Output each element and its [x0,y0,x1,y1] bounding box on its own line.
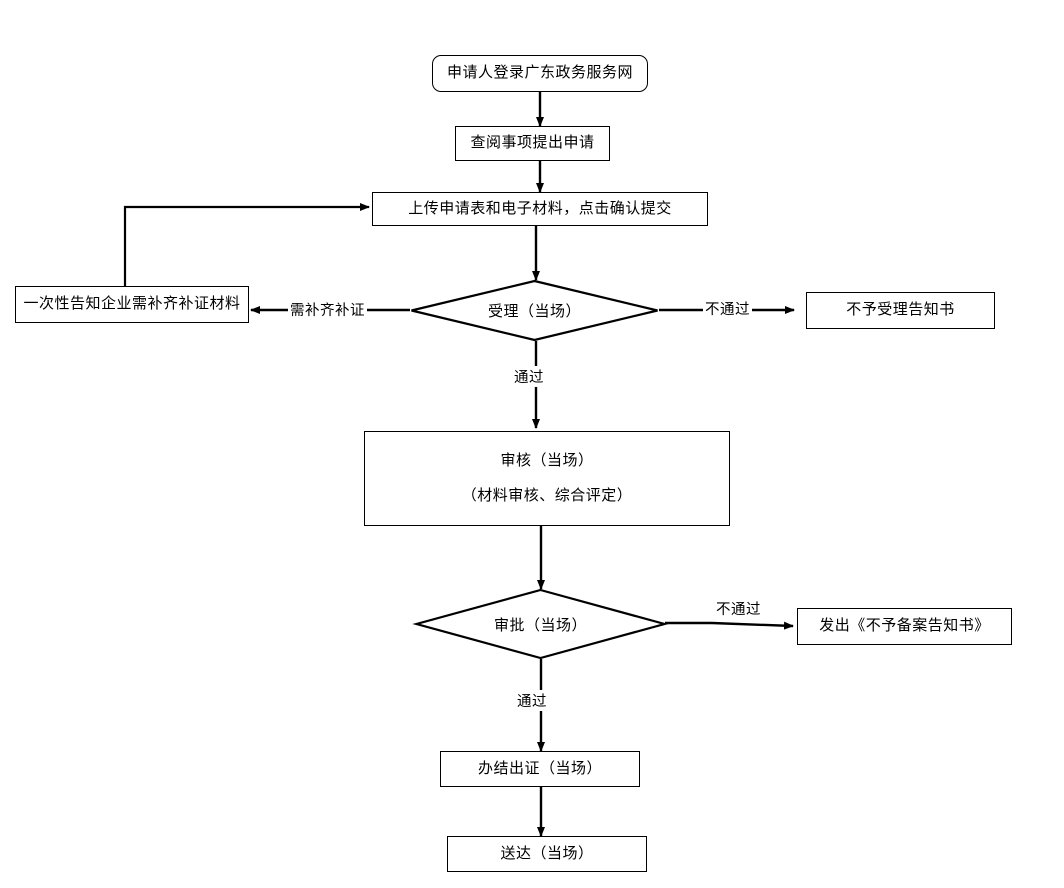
node-accept-shape [411,279,658,342]
edge-label-approve-pass: 通过 [515,690,549,711]
node-login-label: 申请人登录广东政务服务网 [446,65,633,82]
node-view-item-label: 查阅事项提出申请 [470,135,595,152]
edge-label-accept-fail: 不通过 [703,298,752,319]
node-upload-label: 上传申请表和电子材料，点击确认提交 [408,200,672,217]
edge-label-supplement-required: 需补齐补证 [288,299,367,320]
node-supplement-label: 一次性告知企业需补齐补证材料 [23,296,241,313]
node-approve[interactable]: 审批（当场） [412,588,669,660]
node-view-item[interactable]: 查阅事项提出申请 [455,126,610,161]
node-upload[interactable]: 上传申请表和电子材料，点击确认提交 [372,192,708,226]
node-supplement[interactable]: 一次性告知企业需补齐补证材料 [15,286,249,323]
edge-supplement-to-upload [123,203,370,287]
node-no-record-notice-label: 发出《不予备案告知书》 [819,618,990,635]
node-reject-notice-label: 不予受理告知书 [846,302,955,319]
node-issue-certificate[interactable]: 办结出证（当场） [440,751,640,787]
node-deliver[interactable]: 送达（当场） [447,836,647,872]
node-issue-certificate-label: 办结出证（当场） [477,760,602,777]
edge-label-accept-pass: 通过 [512,366,546,387]
node-review-label-line1: 审核（当场） [500,453,594,469]
node-approve-label: 审批（当场） [493,617,587,634]
node-approve-shape [412,588,669,660]
node-accept-label: 受理（当场） [487,304,581,320]
node-deliver-label: 送达（当场） [500,845,594,862]
node-reject-notice[interactable]: 不予受理告知书 [806,292,995,329]
edge-approve-to-norecord [665,621,794,630]
node-review-label-line2: （材料审核、综合评定） [461,487,633,504]
node-accept[interactable]: 受理（当场） [410,279,659,342]
node-no-record-notice[interactable]: 发出《不予备案告知书》 [797,608,1012,645]
node-review[interactable]: 审核（当场） （材料审核、综合评定） [364,431,730,526]
node-login[interactable]: 申请人登录广东政务服务网 [432,55,648,92]
edge-label-approve-fail: 不通过 [714,598,763,619]
